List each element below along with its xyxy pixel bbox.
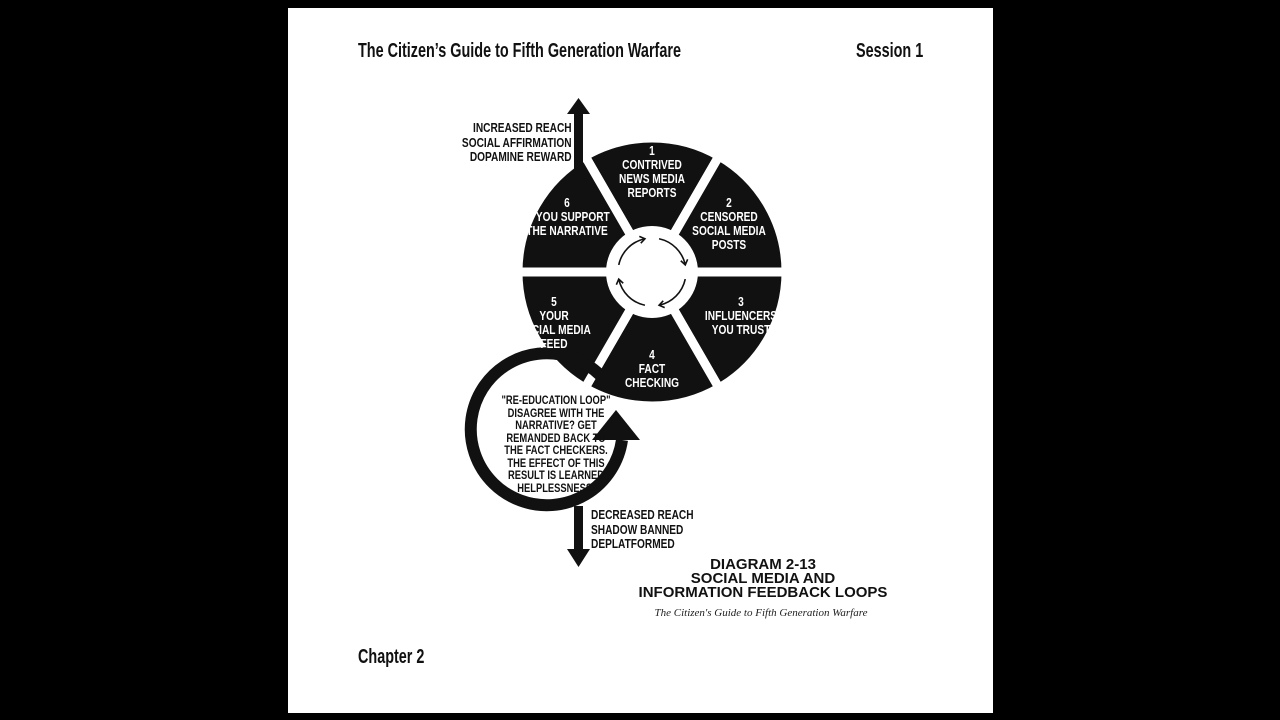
segment-text: INFLUENCERS YOU TRUST (704, 308, 778, 337)
diagram-title-line3: INFORMATION FEEDBACK LOOPS (638, 584, 888, 601)
segment-text: IF YOU SUPPORT THE NARRATIVE (524, 209, 610, 238)
segment-number: 6 (564, 195, 570, 210)
segment-text: CONTRIVED NEWS MEDIA REPORTS (619, 157, 685, 200)
segment-text: FACT CHECKING (624, 361, 680, 390)
hub-arrowhead (657, 300, 665, 309)
diagram-title: DIAGRAM 2-13 SOCIAL MEDIA AND INFORMATIO… (613, 556, 913, 601)
inner-hub (606, 226, 698, 318)
up-arrow-icon (567, 98, 590, 182)
hub-arrowhead (615, 277, 624, 285)
diagram-number: DIAGRAM 2-13 (710, 556, 816, 573)
hub-arrow-arc (617, 278, 646, 307)
wheel-segment-1 (578, 133, 726, 281)
re-education-loop-arrow-icon (464, 347, 640, 512)
hub-arrowhead (680, 259, 689, 267)
hub-arrow-arc (658, 278, 687, 307)
wheel-segment-4 (578, 263, 726, 411)
segment-number: 2 (726, 195, 732, 210)
hub-arrow-arc (617, 237, 646, 266)
loop-description: DISAGREE WITH THE NARRATIVE? GET REMANDE… (504, 405, 608, 495)
document-title: The Citizen’s Guide to Fifth Generation … (358, 40, 681, 62)
down-arrow-icon (567, 506, 590, 567)
down-arrow-text: DECREASED REACH SHADOW BANNED DEPLATFORM… (591, 507, 694, 551)
segment-number: 5 (551, 294, 557, 309)
up-arrow-text: INCREASED REACH SOCIAL AFFIRMATION DOPAM… (462, 120, 572, 164)
segment-number: 3 (738, 294, 744, 309)
segment-text: CENSORED SOCIAL MEDIA POSTS (692, 209, 766, 252)
diagram-subtitle: The Citizen's Guide to Fifth Generation … (654, 607, 868, 619)
segment-number: 1 (649, 143, 655, 158)
segment-number: 4 (649, 347, 655, 362)
hub-arrowhead (639, 235, 647, 244)
loop-title: "RE-EDUCATION LOOP" (501, 393, 611, 407)
cycle-arrows-icon (615, 235, 689, 309)
segment-text: YOUR SOCIAL MEDIA FEED (517, 308, 591, 351)
hub-arrow-arc (658, 237, 687, 266)
session-label: Session 1 (856, 40, 924, 62)
re-education-loop-text: "RE-EDUCATION LOOP" DISAGREE WITH THE NA… (498, 394, 615, 494)
chapter-label: Chapter 2 (358, 646, 425, 668)
diagram-title-line2: SOCIAL MEDIA AND (690, 570, 836, 587)
